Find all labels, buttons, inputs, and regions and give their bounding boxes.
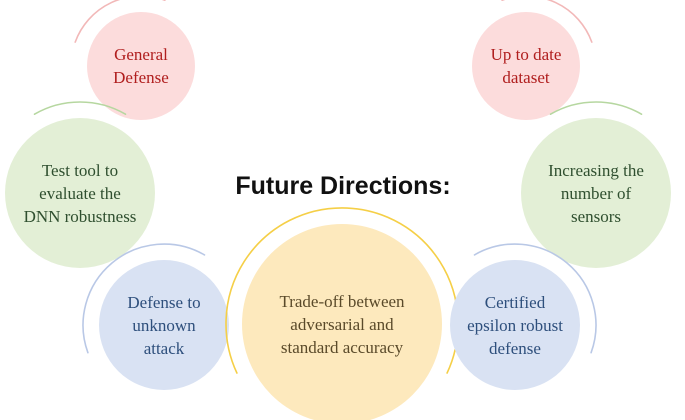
increasing-sensors-label: Increasing the number of sensors	[548, 160, 644, 226]
certified-defense-ring-arc	[473, 243, 597, 354]
certified-defense-circle	[450, 260, 580, 390]
increasing-sensors-circle	[521, 118, 671, 268]
certified-defense-label: Certified epsilon robust defense	[467, 292, 563, 358]
defense-unknown-attack-circle	[99, 260, 229, 390]
test-tool-ring-arc	[33, 101, 127, 115]
general-defense-circle	[87, 12, 195, 120]
increasing-sensors-ring-arc	[549, 101, 643, 115]
general-defense-label: General Defense	[113, 45, 169, 87]
trade-off-circle	[242, 224, 442, 420]
defense-unknown-attack-ring-arc	[82, 243, 206, 354]
up-to-date-dataset-ring-arc	[501, 0, 593, 43]
defense-unknown-attack-label: Defense to unknown attack	[127, 292, 201, 358]
test-tool-label: Test tool to evaluate the DNN robustness	[23, 160, 137, 226]
up-to-date-dataset-label: Up to date dataset	[490, 45, 562, 87]
general-defense-ring-arc	[74, 0, 166, 43]
diagram-title: Future Directions:	[235, 171, 451, 200]
up-to-date-dataset-circle	[472, 12, 580, 120]
test-tool-circle	[5, 118, 155, 268]
trade-off-label: Trade-off between adversarial and standa…	[279, 291, 405, 357]
